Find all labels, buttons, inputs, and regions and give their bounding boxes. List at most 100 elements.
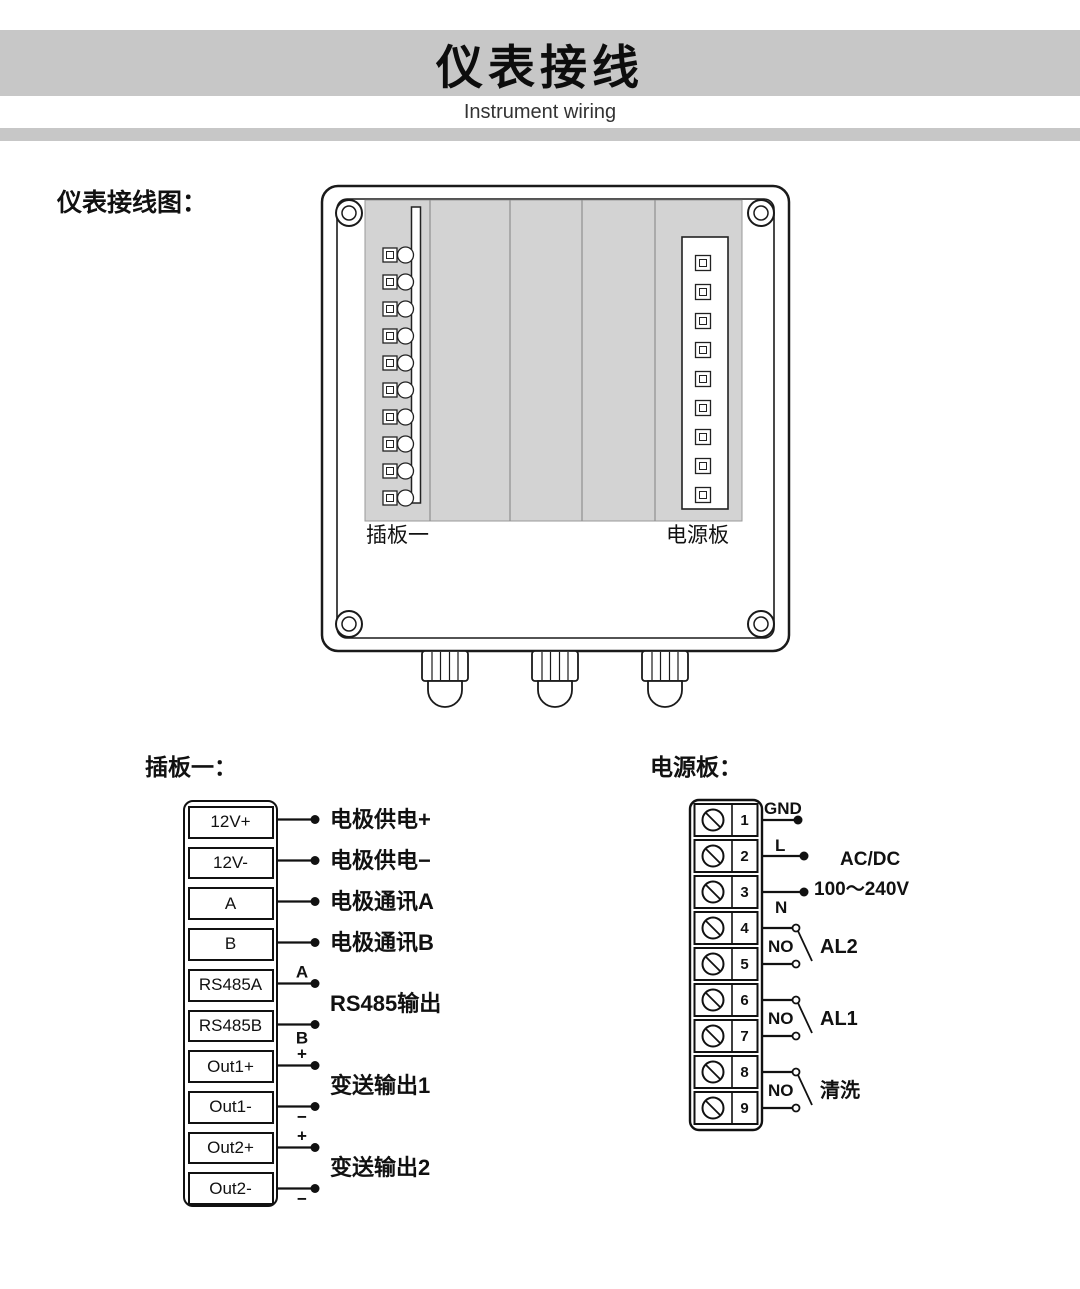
power-terminal-row: 3 — [693, 875, 759, 909]
terminal-unit — [694, 283, 712, 301]
connection-label: 电极供电− — [330, 848, 431, 873]
terminal-box: Out2+ — [187, 1131, 274, 1165]
screw-icon — [335, 199, 363, 227]
connection-label: 电极通讯B — [330, 930, 434, 955]
live-label: L — [775, 836, 785, 855]
wire-mark-a: A — [296, 963, 308, 982]
contact-icon — [791, 1031, 801, 1041]
wire-mark-plus: + — [297, 1045, 307, 1064]
gnd-label: GND — [764, 799, 802, 818]
contact-icon — [791, 923, 801, 933]
plug-board-strip — [382, 206, 422, 507]
no-contact-label: NO — [768, 1081, 794, 1100]
connection-label: RS485输出 — [330, 991, 442, 1016]
terminal-unit — [694, 254, 712, 272]
power-terminal-rows: 1 2 3 4 5 6 7 8 9 — [693, 803, 759, 1125]
terminal-box: A — [187, 887, 274, 921]
contact-icon — [791, 959, 801, 969]
terminal-unit — [382, 462, 415, 480]
page-title: 仪表接线 — [436, 40, 644, 94]
neutral-label: N — [775, 898, 787, 917]
screw-icon — [747, 610, 775, 638]
relay-label: AL2 — [820, 936, 858, 958]
terminal-box: Out1+ — [187, 1050, 274, 1083]
terminal-box: B — [187, 928, 274, 961]
slot-divider-lines — [429, 200, 656, 521]
terminal-number: 9 — [740, 1100, 748, 1117]
terminal-number: 8 — [740, 1064, 748, 1081]
supply-type-label: AC/DC — [840, 849, 900, 870]
header-banner-underline — [0, 128, 1080, 141]
instrument-enclosure-drawing: 插板一 电源板 — [320, 184, 791, 708]
corner-screws — [335, 199, 775, 638]
backplane-panel — [364, 199, 743, 522]
terminal-box: RS485B — [187, 1009, 274, 1043]
terminal-box: Out1- — [187, 1090, 274, 1124]
diagram-section-label: 仪表接线图： — [57, 189, 208, 217]
terminal-number: 2 — [740, 848, 748, 865]
relay-label: AL1 — [820, 1008, 858, 1030]
wire-mark-minus: − — [297, 1108, 307, 1127]
terminal-unit — [694, 486, 712, 504]
connection-label: 变送输出2 — [330, 1155, 431, 1180]
terminal-unit — [694, 341, 712, 359]
terminal-number: 4 — [740, 920, 749, 937]
plug-board-terminal-strip: 12V+ 12V- A B RS485A RS485B Out1+ Out1- … — [183, 800, 278, 1207]
relay-al2: NO AL2 — [762, 923, 858, 969]
device-left-board-label: 插板一 — [366, 524, 429, 547]
terminal-unit — [694, 457, 712, 475]
terminal-unit — [694, 312, 712, 330]
power-terminal-row: 4 — [693, 911, 759, 945]
connection-label: 电极供电+ — [330, 807, 431, 832]
terminal-number: 1 — [740, 812, 748, 829]
power-terminal-row: 2 — [693, 839, 759, 873]
wire-polarity-marks: A B + − + − — [296, 963, 308, 1209]
wire-mark-minus: − — [297, 1190, 307, 1209]
power-terminal-row: 8 — [693, 1055, 759, 1089]
terminal-unit — [382, 246, 415, 264]
screw-icon — [747, 199, 775, 227]
relay-al1: NO AL1 — [762, 995, 858, 1041]
supply-labels: GND L N AC/DC 100～240V — [764, 799, 909, 917]
power-terminal-row: 7 — [693, 1019, 759, 1053]
cable-glands — [421, 650, 689, 708]
plug-board-title: 插板一： — [145, 754, 237, 780]
power-board-diagram: 1 2 3 4 5 6 7 8 9 GND L N AC/DC 100～240V — [688, 798, 909, 1132]
no-contact-label: NO — [768, 937, 794, 956]
power-terminal-row: 5 — [693, 947, 759, 981]
power-terminal-row: 6 — [693, 983, 759, 1017]
plug-board-wires: A B + − + − — [277, 815, 320, 1209]
terminal-number: 5 — [740, 956, 748, 973]
terminal-number: 3 — [740, 884, 748, 901]
terminal-number: 7 — [740, 1028, 748, 1045]
connection-label: 变送输出1 — [330, 1073, 431, 1098]
terminal-unit — [694, 370, 712, 388]
enclosure-inner-frame — [336, 198, 775, 639]
contact-icon — [791, 1067, 801, 1077]
switch-blade-icon — [797, 1002, 813, 1034]
terminal-unit — [694, 399, 712, 417]
terminal-box: RS485A — [187, 968, 274, 1002]
terminal-unit — [382, 354, 415, 372]
contact-icon — [791, 995, 801, 1005]
terminal-box: 12V+ — [187, 806, 274, 839]
power-terminal-row: 9 — [693, 1091, 759, 1125]
terminal-unit — [382, 327, 415, 345]
wire-mark-b: B — [296, 1029, 308, 1048]
wire-mark-plus: + — [297, 1127, 307, 1146]
terminal-unit — [694, 428, 712, 446]
strip-rail — [410, 206, 422, 504]
header-banner: 仪表接线 — [0, 30, 1080, 96]
no-contact-label: NO — [768, 1009, 794, 1028]
power-board-strip — [681, 236, 729, 510]
relay-clean: NO 清洗 — [762, 1067, 860, 1113]
cable-gland-icon — [641, 650, 689, 708]
cable-gland-icon — [421, 650, 469, 708]
wire-dots — [310, 815, 320, 1193]
screw-icon — [335, 610, 363, 638]
wire-lines — [277, 818, 315, 1190]
terminal-unit — [382, 273, 415, 291]
terminal-unit — [382, 300, 415, 318]
device-right-board-label: 电源板 — [666, 524, 729, 547]
switch-blade-icon — [797, 1074, 813, 1106]
